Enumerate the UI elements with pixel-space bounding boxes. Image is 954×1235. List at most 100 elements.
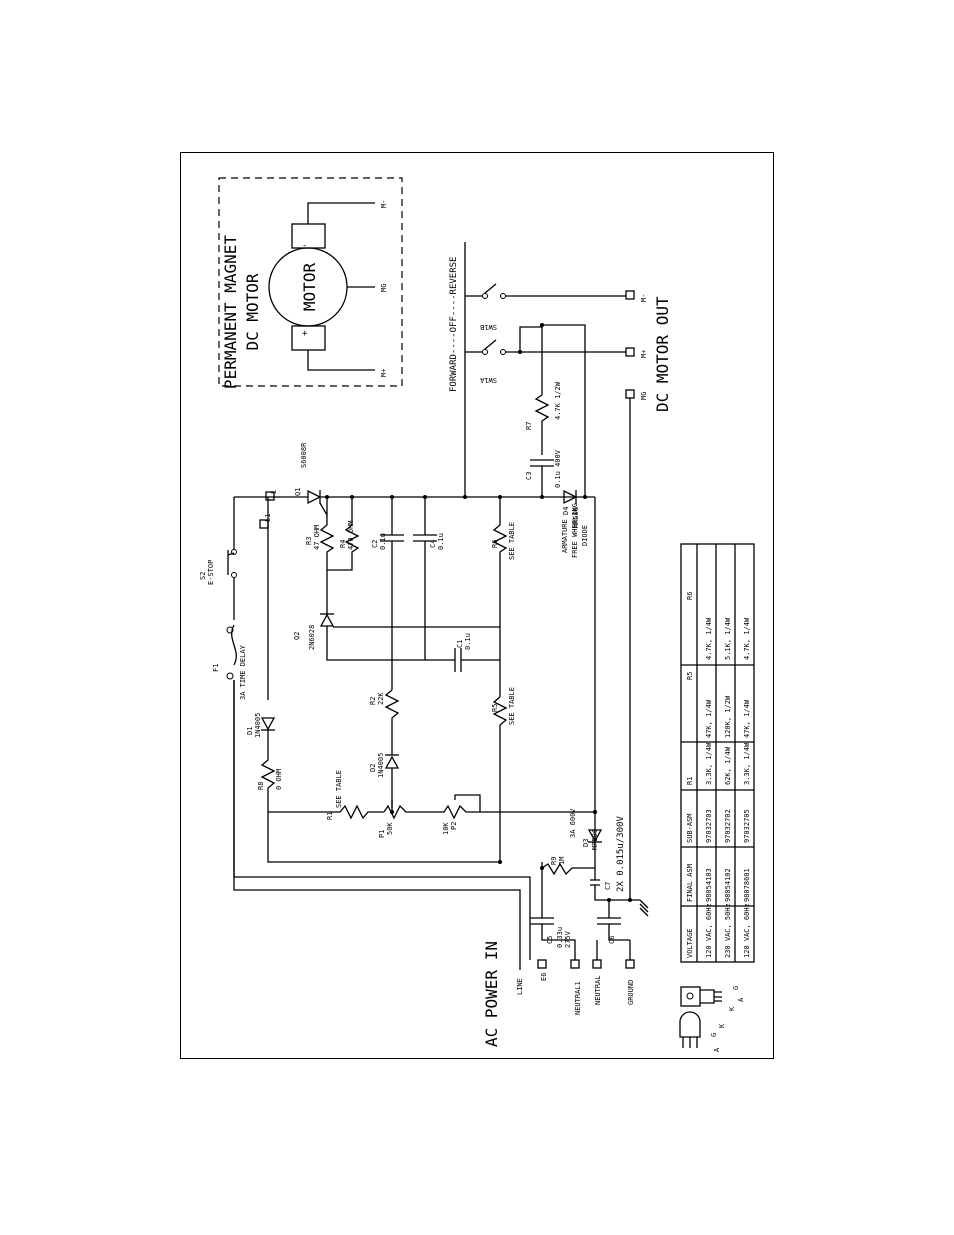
svg-text:R8: R8 — [257, 782, 265, 790]
svg-text:R6: R6 — [686, 592, 694, 600]
svg-text:3.3K, 1/4W: 3.3K, 1/4W — [705, 742, 713, 785]
svg-text:2X 0.015u/300V: 2X 0.015u/300V — [616, 816, 626, 892]
svg-text:4.7K, 1/4W: 4.7K, 1/4W — [743, 617, 751, 660]
svg-text:98054102: 98054102 — [724, 868, 732, 902]
motor-terminal-m-plus: M+ — [380, 369, 388, 377]
svg-text:50K: 50K — [386, 822, 394, 835]
svg-text:0.1u: 0.1u — [437, 533, 445, 550]
svg-text:3A TIME DELAY: 3A TIME DELAY — [239, 644, 247, 700]
svg-text:3.3K, 1/4W: 3.3K, 1/4W — [743, 742, 751, 785]
svg-text:5.1K, 1/4W: 5.1K, 1/4W — [724, 617, 732, 660]
svg-text:MR506: MR506 — [572, 507, 580, 528]
svg-text:3A 600V: 3A 600V — [569, 808, 577, 838]
svg-text:0.1u: 0.1u — [379, 533, 387, 550]
out-terminal-m-minus — [625, 290, 635, 300]
terminal-l — [265, 491, 275, 501]
svg-text:F1: F1 — [212, 664, 220, 672]
svg-text:98078601: 98078601 — [743, 868, 751, 902]
svg-text:R1: R1 — [686, 777, 694, 785]
svg-text:1N4005: 1N4005 — [254, 713, 262, 738]
svg-text:120 VAC, 60Hz: 120 VAC, 60Hz — [743, 903, 751, 958]
input-terminal-ground — [625, 959, 635, 969]
svg-text:MG: MG — [640, 392, 648, 400]
svg-text:G: G — [710, 1033, 718, 1037]
motor-brush-plus — [291, 325, 326, 351]
motor-box-title-1: PERMANENT MAGNET — [221, 235, 240, 389]
svg-text:SEE TABLE: SEE TABLE — [508, 522, 516, 560]
svg-text:M-: M- — [640, 294, 648, 302]
motor-plus-sign: + — [302, 329, 308, 339]
svg-text:VOLTAGE: VOLTAGE — [686, 928, 694, 958]
svg-text:C3: C3 — [525, 472, 533, 480]
svg-text:S6008R: S6008R — [300, 442, 308, 468]
svg-text:G: G — [732, 986, 740, 990]
motor-box: PERMANENT MAGNET DC MOTOR MOTOR + - M+ M… — [218, 177, 403, 389]
svg-text:22K: 22K — [377, 692, 385, 705]
svg-text:47K, 1/4W: 47K, 1/4W — [743, 699, 751, 738]
svg-text:120 VAC, 60Hz: 120 VAC, 60Hz — [705, 903, 713, 958]
motor-brush-minus — [291, 223, 326, 249]
sw1b-label: SW1B — [480, 323, 497, 331]
svg-text:0.33u: 0.33u — [556, 927, 564, 948]
pinout-to92-icon: A G K — [679, 1011, 726, 1052]
svg-text:C6: C6 — [608, 936, 616, 944]
svg-text:4.7K, 1/4W: 4.7K, 1/4W — [705, 617, 713, 660]
svg-text:NEUTRAL: NEUTRAL — [594, 975, 602, 1005]
svg-text:R6: R6 — [491, 540, 499, 548]
svg-text:E-STOP: E-STOP — [207, 560, 215, 585]
svg-text:MR506: MR506 — [591, 829, 599, 850]
svg-text:47 OHM: 47 OHM — [313, 525, 321, 550]
motor-box-title-2: DC MOTOR — [243, 273, 262, 350]
input-terminal-e6 — [537, 959, 547, 969]
svg-text:C7: C7 — [604, 882, 612, 890]
svg-text:D2: D2 — [369, 764, 377, 772]
component-table: VOLTAGE FINAL ASM SUB-ASM R1 R5 R6 120 V… — [680, 543, 755, 963]
svg-text:SEE TABLE: SEE TABLE — [508, 687, 516, 725]
motor-terminal-m-minus: M- — [380, 200, 388, 208]
svg-text:D3: D3 — [582, 839, 590, 847]
svg-text:FINAL ASM: FINAL ASM — [686, 864, 694, 902]
svg-text:C4: C4 — [429, 540, 437, 548]
dc-motor-out: MG M+ M- DC MOTOR OUT — [625, 290, 672, 412]
input-terminal-neutral1 — [570, 959, 580, 969]
svg-text:FREE WHEELING: FREE WHEELING — [571, 503, 579, 558]
input-terminal-neutral — [592, 959, 602, 969]
svg-text:230 VAC, 50Hz: 230 VAC, 50Hz — [724, 903, 732, 958]
svg-text:M+: M+ — [640, 350, 648, 358]
svg-text:D4: D4 — [562, 507, 570, 515]
svg-text:1M: 1M — [558, 857, 566, 865]
ac-power-in-title: AC POWER IN — [482, 941, 501, 1047]
svg-text:10K: 10K — [442, 822, 450, 835]
svg-text:GROUND: GROUND — [627, 980, 635, 1005]
out-terminal-mg — [625, 389, 635, 399]
sw1a-label: SW1A — [479, 376, 497, 384]
svg-text:K: K — [718, 1023, 726, 1028]
svg-text:D1: D1 — [246, 727, 254, 735]
pinout-to220-icon: K A G — [680, 986, 745, 1011]
svg-text:K: K — [728, 1006, 736, 1011]
svg-text:A: A — [737, 997, 745, 1002]
svg-text:R5: R5 — [686, 672, 694, 680]
svg-text:E6: E6 — [540, 973, 548, 981]
svg-text:2N6028: 2N6028 — [308, 625, 316, 650]
svg-text:1N4005: 1N4005 — [377, 753, 385, 778]
svg-text:L: L — [270, 490, 278, 494]
svg-text:R4: R4 — [339, 540, 347, 548]
out-terminal-m-plus — [625, 347, 635, 357]
svg-text:R3: R3 — [305, 537, 313, 545]
svg-text:97032702: 97032702 — [724, 809, 732, 843]
svg-text:4.7K 1/2W: 4.7K 1/2W — [554, 381, 562, 420]
svg-text:NEUTRAL1: NEUTRAL1 — [574, 981, 582, 1015]
switch-sw1[interactable]: SW1A SW1B — [479, 283, 506, 384]
q2-put: Q2 2N6028 — [293, 613, 500, 661]
svg-text:LINE: LINE — [516, 978, 524, 995]
dc-motor-out-title: DC MOTOR OUT — [653, 296, 672, 412]
svg-text:470 OHM: 470 OHM — [347, 520, 355, 550]
svg-text:A: A — [713, 1047, 721, 1052]
schematic-frame — [180, 152, 774, 1059]
switch-direction-label: FORWARD----OFF----REVERSE — [449, 257, 459, 392]
motor-label: MOTOR — [300, 263, 319, 312]
svg-text:62K, 1/4W: 62K, 1/4W — [724, 746, 732, 785]
svg-text:P2: P2 — [450, 822, 458, 830]
